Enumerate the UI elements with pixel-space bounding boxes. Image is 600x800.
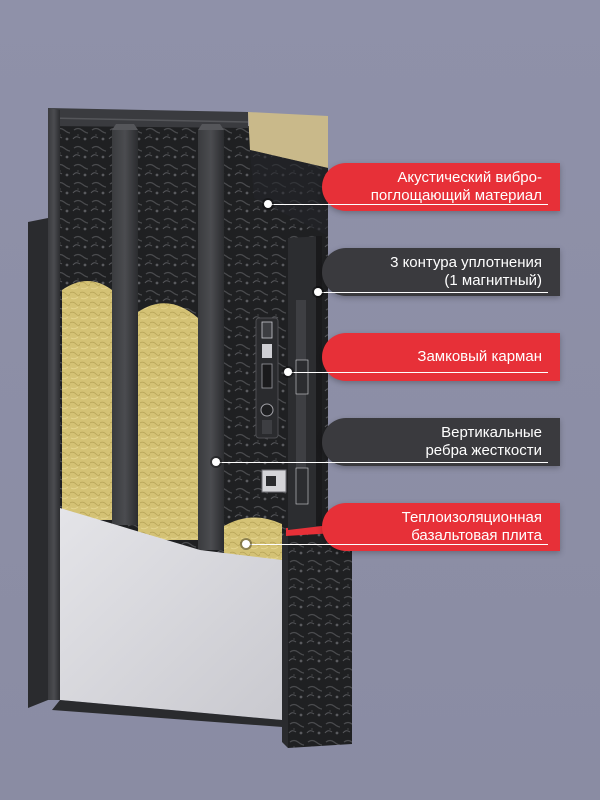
marker-seal	[314, 288, 322, 296]
insulation-slab-left	[62, 281, 112, 520]
marker-lock	[284, 368, 292, 376]
top-frame-profile	[48, 108, 248, 128]
leader-ribs	[216, 462, 548, 463]
callout-seal-contours: 3 контура уплотнения (1 магнитный)	[322, 248, 560, 296]
callout-basalt-line-1: Теплоизоляционная	[401, 509, 542, 526]
marker-acoustic	[264, 200, 272, 208]
insulation-slab-bottom	[224, 517, 282, 560]
marker-basalt	[242, 540, 250, 548]
leader-basalt	[246, 544, 548, 545]
callout-acoustic-material: Акустический вибро- поглощающий материал	[322, 163, 560, 211]
marker-ribs	[212, 458, 220, 466]
callout-ribs-line-1: Вертикальные	[441, 424, 542, 441]
callout-acoustic-line-1: Акустический вибро-	[397, 169, 542, 186]
leader-lock	[288, 372, 548, 373]
insulation-slab-middle	[138, 303, 198, 540]
callout-lock-pocket: Замковый карман	[322, 333, 560, 381]
callout-lock-line-1: Замковый карман	[417, 348, 542, 365]
acoustic-layer-front	[288, 526, 352, 748]
stiffening-rib-1	[112, 130, 138, 525]
stiffening-rib-2	[198, 130, 224, 550]
callout-seal-line-2: (1 магнитный)	[444, 272, 542, 289]
callout-ribs-line-2: ребра жесткости	[425, 442, 542, 459]
leader-seal	[318, 292, 548, 293]
callout-acoustic-line-2: поглощающий материал	[370, 187, 542, 204]
callout-basalt-slab: Теплоизоляционная базальтовая плита	[322, 503, 560, 551]
callout-stiffening-ribs: Вертикальные ребра жесткости	[322, 418, 560, 466]
outer-corner-plate	[248, 112, 328, 168]
callout-basalt-line-2: базальтовая плита	[411, 527, 542, 544]
inner-panel	[60, 508, 282, 720]
left-door-frame	[28, 218, 48, 708]
seal-strip	[316, 236, 322, 526]
leader-acoustic	[268, 204, 548, 205]
callout-seal-line-1: 3 контура уплотнения	[390, 254, 542, 271]
